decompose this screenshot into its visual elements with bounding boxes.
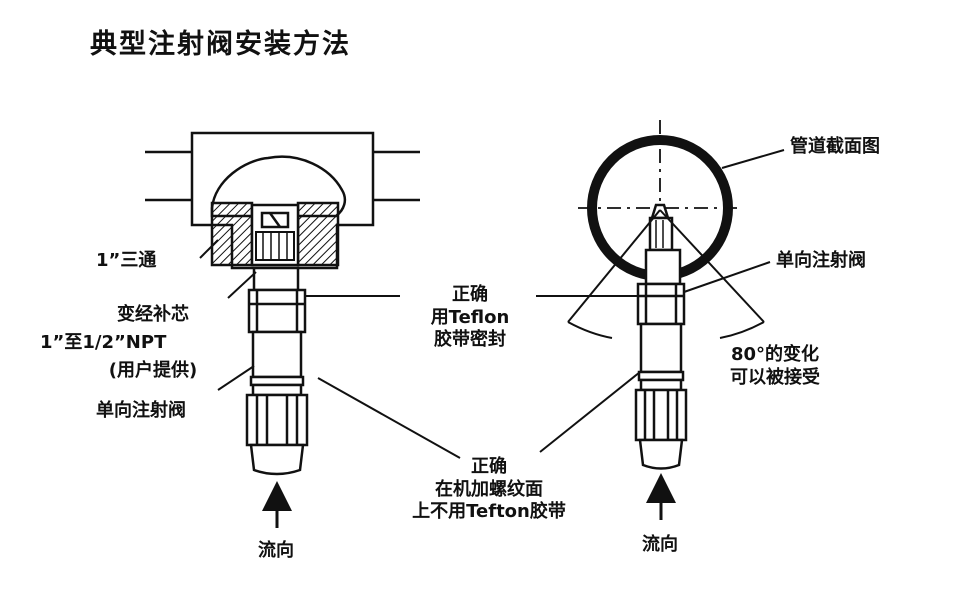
leader-check-valve-right <box>683 261 771 293</box>
label-angle-line1: 80°的变化 <box>730 344 820 365</box>
label-angle: 80°的变化 可以被接受 <box>700 344 850 389</box>
label-tee: 1”三通 <box>96 250 157 271</box>
tee-wall-left <box>210 201 254 267</box>
label-teflon-correct-line1: 正确 <box>452 284 488 305</box>
page-title: 典型注射阀安装方法 <box>90 29 351 60</box>
label-machined-line1: 正确 <box>471 456 507 477</box>
tee-cutaway <box>210 155 347 218</box>
label-teflon-correct-line3: 胶带密封 <box>434 329 506 350</box>
label-check-valve-left: 单向注射阀 <box>96 400 186 421</box>
label-machined: 正确 在机加螺纹面 上不用Tefton胶带 <box>384 456 594 524</box>
label-teflon-correct: 正确 用Teflon 胶带密封 <box>406 284 534 352</box>
label-reducer-line3: (用户提供) <box>108 360 198 381</box>
label-pipe-section: 管道截面图 <box>790 136 880 157</box>
label-machined-line2: 在机加螺纹面 <box>435 478 543 500</box>
leader-pipe-section <box>721 149 785 169</box>
label-check-valve-right: 单向注射阀 <box>776 250 866 271</box>
leader-reducer <box>227 271 257 299</box>
label-teflon-correct-line2: 用Teflon <box>430 306 510 328</box>
label-flow-left: 流向 <box>258 540 294 561</box>
label-angle-line2: 可以被接受 <box>730 366 820 388</box>
leader-tee <box>199 239 219 259</box>
label-reducer: 变经补芯 <box>78 304 228 327</box>
tee-wall-right <box>296 201 340 267</box>
label-machined-line3: 上不用Tefton胶带 <box>412 501 566 522</box>
leader-machined-left <box>317 377 461 459</box>
label-reducer-line2: 1”至1/2”NPT <box>40 332 167 353</box>
label-reducer-line1: 变经补芯 <box>117 304 189 325</box>
leader-check-valve-left <box>217 365 255 391</box>
right-assembly <box>536 120 785 520</box>
label-flow-right: 流向 <box>642 534 678 555</box>
tee-body <box>190 131 375 270</box>
leader-machined-right <box>539 371 641 453</box>
left-assembly <box>145 131 461 528</box>
